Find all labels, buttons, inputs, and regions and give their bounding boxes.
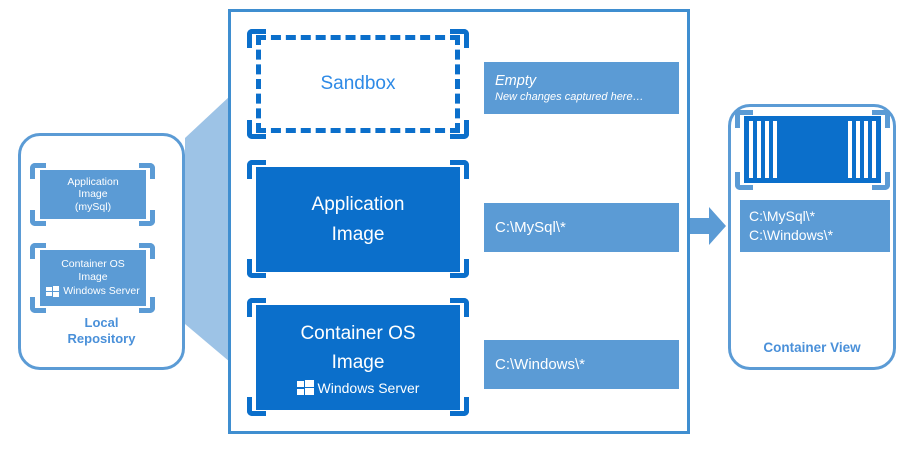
container-barcode-icon xyxy=(744,116,881,183)
local-repository-label-line2: Repository xyxy=(67,331,136,346)
container-os-image-callout: C:\Windows\* xyxy=(484,340,679,389)
expanding-funnel-shape xyxy=(185,96,230,362)
application-image-callout-primary: C:\MySql\* xyxy=(495,219,566,236)
container-view-path-2: C:\Windows\* xyxy=(749,227,834,243)
container-bars-left xyxy=(749,121,777,178)
sandbox-callout-secondary: New changes captured here… xyxy=(495,90,644,103)
repo-container-os-line1: Container OS xyxy=(61,258,125,270)
windows-logo-icon xyxy=(46,285,60,298)
application-image-layer: Application Image xyxy=(256,167,460,272)
container-os-image-callout-primary: C:\Windows\* xyxy=(495,356,586,373)
repo-application-image-box: Application Image (mySql) xyxy=(40,170,146,219)
sandbox-layer: Sandbox xyxy=(256,35,460,133)
container-os-image-layer: Container OS Image Windows Server xyxy=(256,305,460,410)
container-view-path-1: C:\MySql\* xyxy=(749,208,816,224)
container-os-image-line1: Container OS xyxy=(300,323,416,344)
repo-container-os-line2: Image xyxy=(78,271,108,283)
container-os-windows-server-badge: Windows Server xyxy=(296,380,420,396)
container-os-image-line2: Image xyxy=(331,352,385,373)
repo-application-image-line2: Image xyxy=(78,188,108,201)
repo-windows-server-label: Windows Server xyxy=(63,285,140,297)
sandbox-callout-primary: Empty xyxy=(495,72,537,89)
repo-application-image-line3: (mySql) xyxy=(74,200,112,213)
sandbox-callout: Empty New changes captured here… xyxy=(484,62,679,114)
application-image-line1: Application xyxy=(311,193,405,215)
local-repository-label: Local Repository xyxy=(18,315,185,347)
local-repository-label-line1: Local xyxy=(84,315,119,330)
application-image-line2: Image xyxy=(331,223,385,245)
container-view-paths: C:\MySql\* C:\Windows\* xyxy=(740,200,890,252)
windows-logo-icon xyxy=(296,380,314,396)
repo-application-image-line1: Application xyxy=(67,175,119,188)
repo-container-os-image-box: Container OS Image Windows Server xyxy=(40,250,146,306)
application-image-callout: C:\MySql\* xyxy=(484,203,679,252)
container-os-windows-server-label: Windows Server xyxy=(317,380,420,396)
container-bars-right xyxy=(848,121,876,178)
repo-windows-server-badge: Windows Server xyxy=(46,285,140,298)
container-view-label: Container View xyxy=(763,340,861,355)
arrow-right-icon xyxy=(690,205,726,247)
sandbox-label: Sandbox xyxy=(320,73,396,94)
